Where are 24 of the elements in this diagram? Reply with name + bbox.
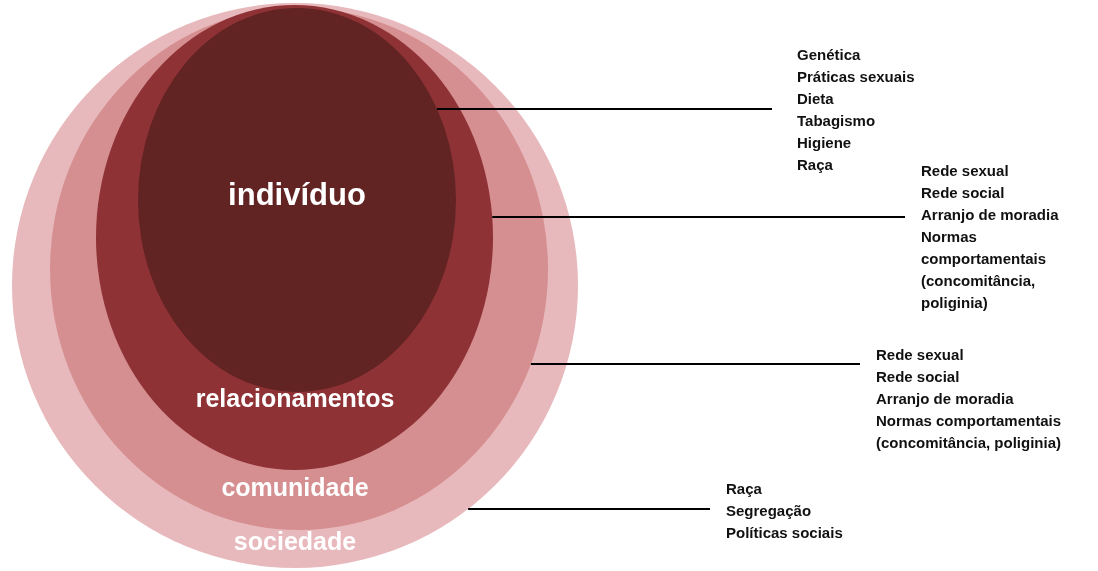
factor-text: Normas comportamentais (concomitância, poliginia) xyxy=(921,227,1048,313)
factor-text: Arranjo de moradia xyxy=(876,389,1015,409)
factor-text: Rede sexual xyxy=(921,161,1010,181)
region-label: comunidade xyxy=(221,472,369,502)
leader-line xyxy=(436,108,773,110)
factor-text: Segregação xyxy=(726,501,813,521)
factor-text: Políticas sociais xyxy=(726,523,844,543)
leader-line xyxy=(467,508,711,510)
factor-text: Tabagismo xyxy=(797,111,877,131)
factor-text: Higiene xyxy=(797,133,853,153)
factor-text: Genética xyxy=(797,45,862,65)
factor-text: Rede social xyxy=(876,367,961,387)
region-label: sociedade xyxy=(233,526,357,556)
leader-line xyxy=(529,363,861,365)
factor-text: Rede social xyxy=(921,183,1006,203)
region-label: relacionamentos xyxy=(195,383,395,413)
region-label: indivíduo xyxy=(228,177,366,213)
factor-text: Normas comportamentais (concomitância, poliginia) xyxy=(876,411,1063,453)
factor-text: Rede sexual xyxy=(876,345,965,365)
factor-text: Práticas sexuais xyxy=(797,67,916,87)
factor-text: Arranjo de moradia xyxy=(921,205,1060,225)
factor-text: Raça xyxy=(726,479,763,499)
leader-line xyxy=(491,216,906,218)
factor-text: Dieta xyxy=(797,89,835,109)
